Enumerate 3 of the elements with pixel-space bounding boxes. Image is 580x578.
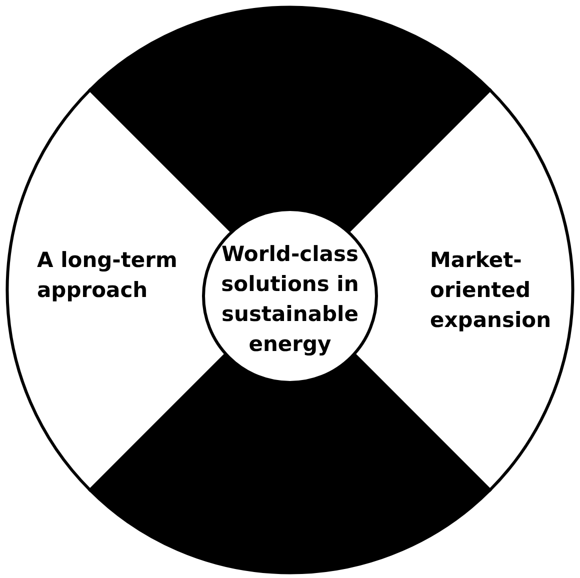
segment-label: Market-oriented expansion [430,247,552,334]
center-text: World-class solutions in sustainable energy [220,241,360,358]
segment-label: A long-term approach [37,247,178,304]
